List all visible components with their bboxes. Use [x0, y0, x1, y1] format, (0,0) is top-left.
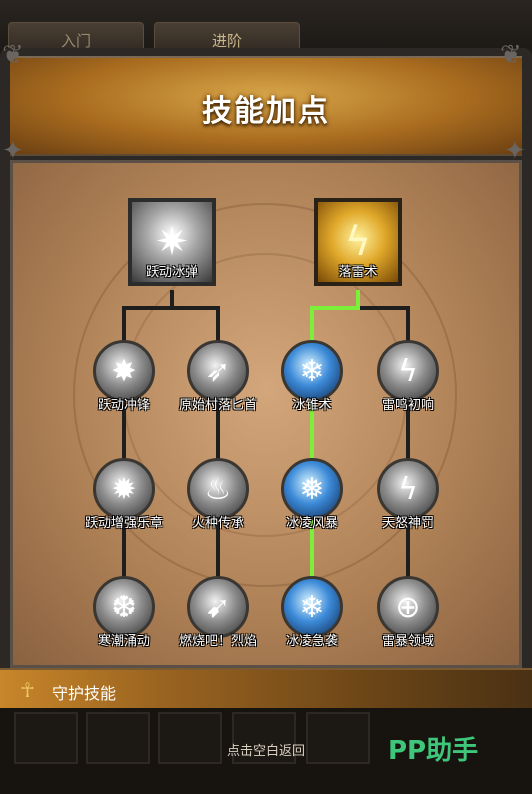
inventory-slot [306, 712, 370, 764]
inventory-slot [158, 712, 222, 764]
ankh-icon: ☥ [20, 678, 35, 702]
page-title: 技能加点 [202, 94, 330, 129]
skill-label: 跃动冰弹 [145, 265, 198, 280]
skill-label: 冰凌急袭 [285, 634, 338, 649]
skill-label: 冰凌风暴 [285, 516, 338, 531]
inventory-slot [14, 712, 78, 764]
panel-header: 技能加点 [10, 56, 522, 156]
skill-top-ice-bolt[interactable]: ✷ 跃动冰弹 [128, 198, 216, 286]
rune-circle [73, 203, 457, 587]
skill-node[interactable]: ❅ 冰凌风暴 [262, 458, 362, 531]
thorn-frame-icon: ❦ [500, 40, 522, 70]
skill-label: 落雷术 [338, 265, 378, 280]
active-path [310, 290, 360, 580]
skill-label: 雷鸣初响 [381, 398, 434, 413]
skill-label: 冰锥术 [292, 398, 332, 413]
ice-rush-icon: ❄ [281, 576, 343, 638]
crosshair-icon: ⊕ [377, 576, 439, 638]
thunder-icon: ϟ [377, 458, 439, 520]
thorn-frame-icon: ✦ [2, 136, 24, 166]
skill-tree-board [10, 160, 522, 668]
skill-node[interactable]: ❆ 寒潮涌动 [74, 576, 174, 649]
inactive-path [122, 290, 410, 580]
skill-node[interactable]: ➹ 燃烧吧！烈焰 [168, 576, 268, 649]
skill-node[interactable]: ❄ 冰凌急袭 [262, 576, 362, 649]
thunder-icon: ϟ [377, 340, 439, 402]
skill-label: 雷暴领域 [381, 634, 434, 649]
pp-assistant-watermark: PP助手 [388, 736, 479, 766]
flame-icon: ♨ [187, 458, 249, 520]
skill-node[interactable]: ϟ 天怒神罚 [358, 458, 458, 531]
inventory-slot [86, 712, 150, 764]
dagger-icon: ➶ [187, 340, 249, 402]
skill-label: 燃烧吧！烈焰 [178, 634, 257, 649]
skill-label: 天怒神罚 [381, 516, 434, 531]
guard-skill-label: 守护技能 [52, 684, 117, 703]
skill-label: 跃动冲锋 [97, 398, 150, 413]
guard-skill-bar[interactable]: ☥ 守护技能 [0, 668, 532, 712]
tap-to-return-hint[interactable]: 点击空白返回 [226, 744, 305, 759]
snowflake-icon: ❆ [93, 576, 155, 638]
skill-label: 原始村落匕首 [178, 398, 257, 413]
skill-node[interactable]: ♨ 火种传承 [168, 458, 268, 531]
skill-node[interactable]: ✹ 跃动增强乐章 [74, 458, 174, 531]
skill-label: 寒潮涌动 [97, 634, 150, 649]
thorn-frame-icon: ❦ [2, 40, 24, 70]
lightning-orb-icon: ϟ [344, 219, 372, 265]
burst-icon: ✹ [93, 458, 155, 520]
ice-storm-icon: ❅ [281, 458, 343, 520]
skill-label: 火种传承 [191, 516, 244, 531]
burst-icon: ✸ [93, 340, 155, 402]
bottom-area[interactable] [0, 708, 532, 794]
ice-shard-icon: ❄ [281, 340, 343, 402]
ice-star-icon: ✷ [155, 219, 189, 265]
skill-top-thunder[interactable]: ϟ 落雷术 [314, 198, 402, 286]
skill-node[interactable]: ➶ 原始村落匕首 [168, 340, 268, 413]
skill-label: 跃动增强乐章 [84, 516, 163, 531]
skill-node[interactable]: ϟ 雷鸣初响 [358, 340, 458, 413]
skill-node[interactable]: ⊕ 雷暴领域 [358, 576, 458, 649]
arrows-icon: ➹ [187, 576, 249, 638]
skill-node[interactable]: ❄ 冰锥术 [262, 340, 362, 413]
inventory-slot [232, 712, 296, 764]
skill-node[interactable]: ✸ 跃动冲锋 [74, 340, 174, 413]
thorn-frame-icon: ✦ [504, 136, 526, 166]
